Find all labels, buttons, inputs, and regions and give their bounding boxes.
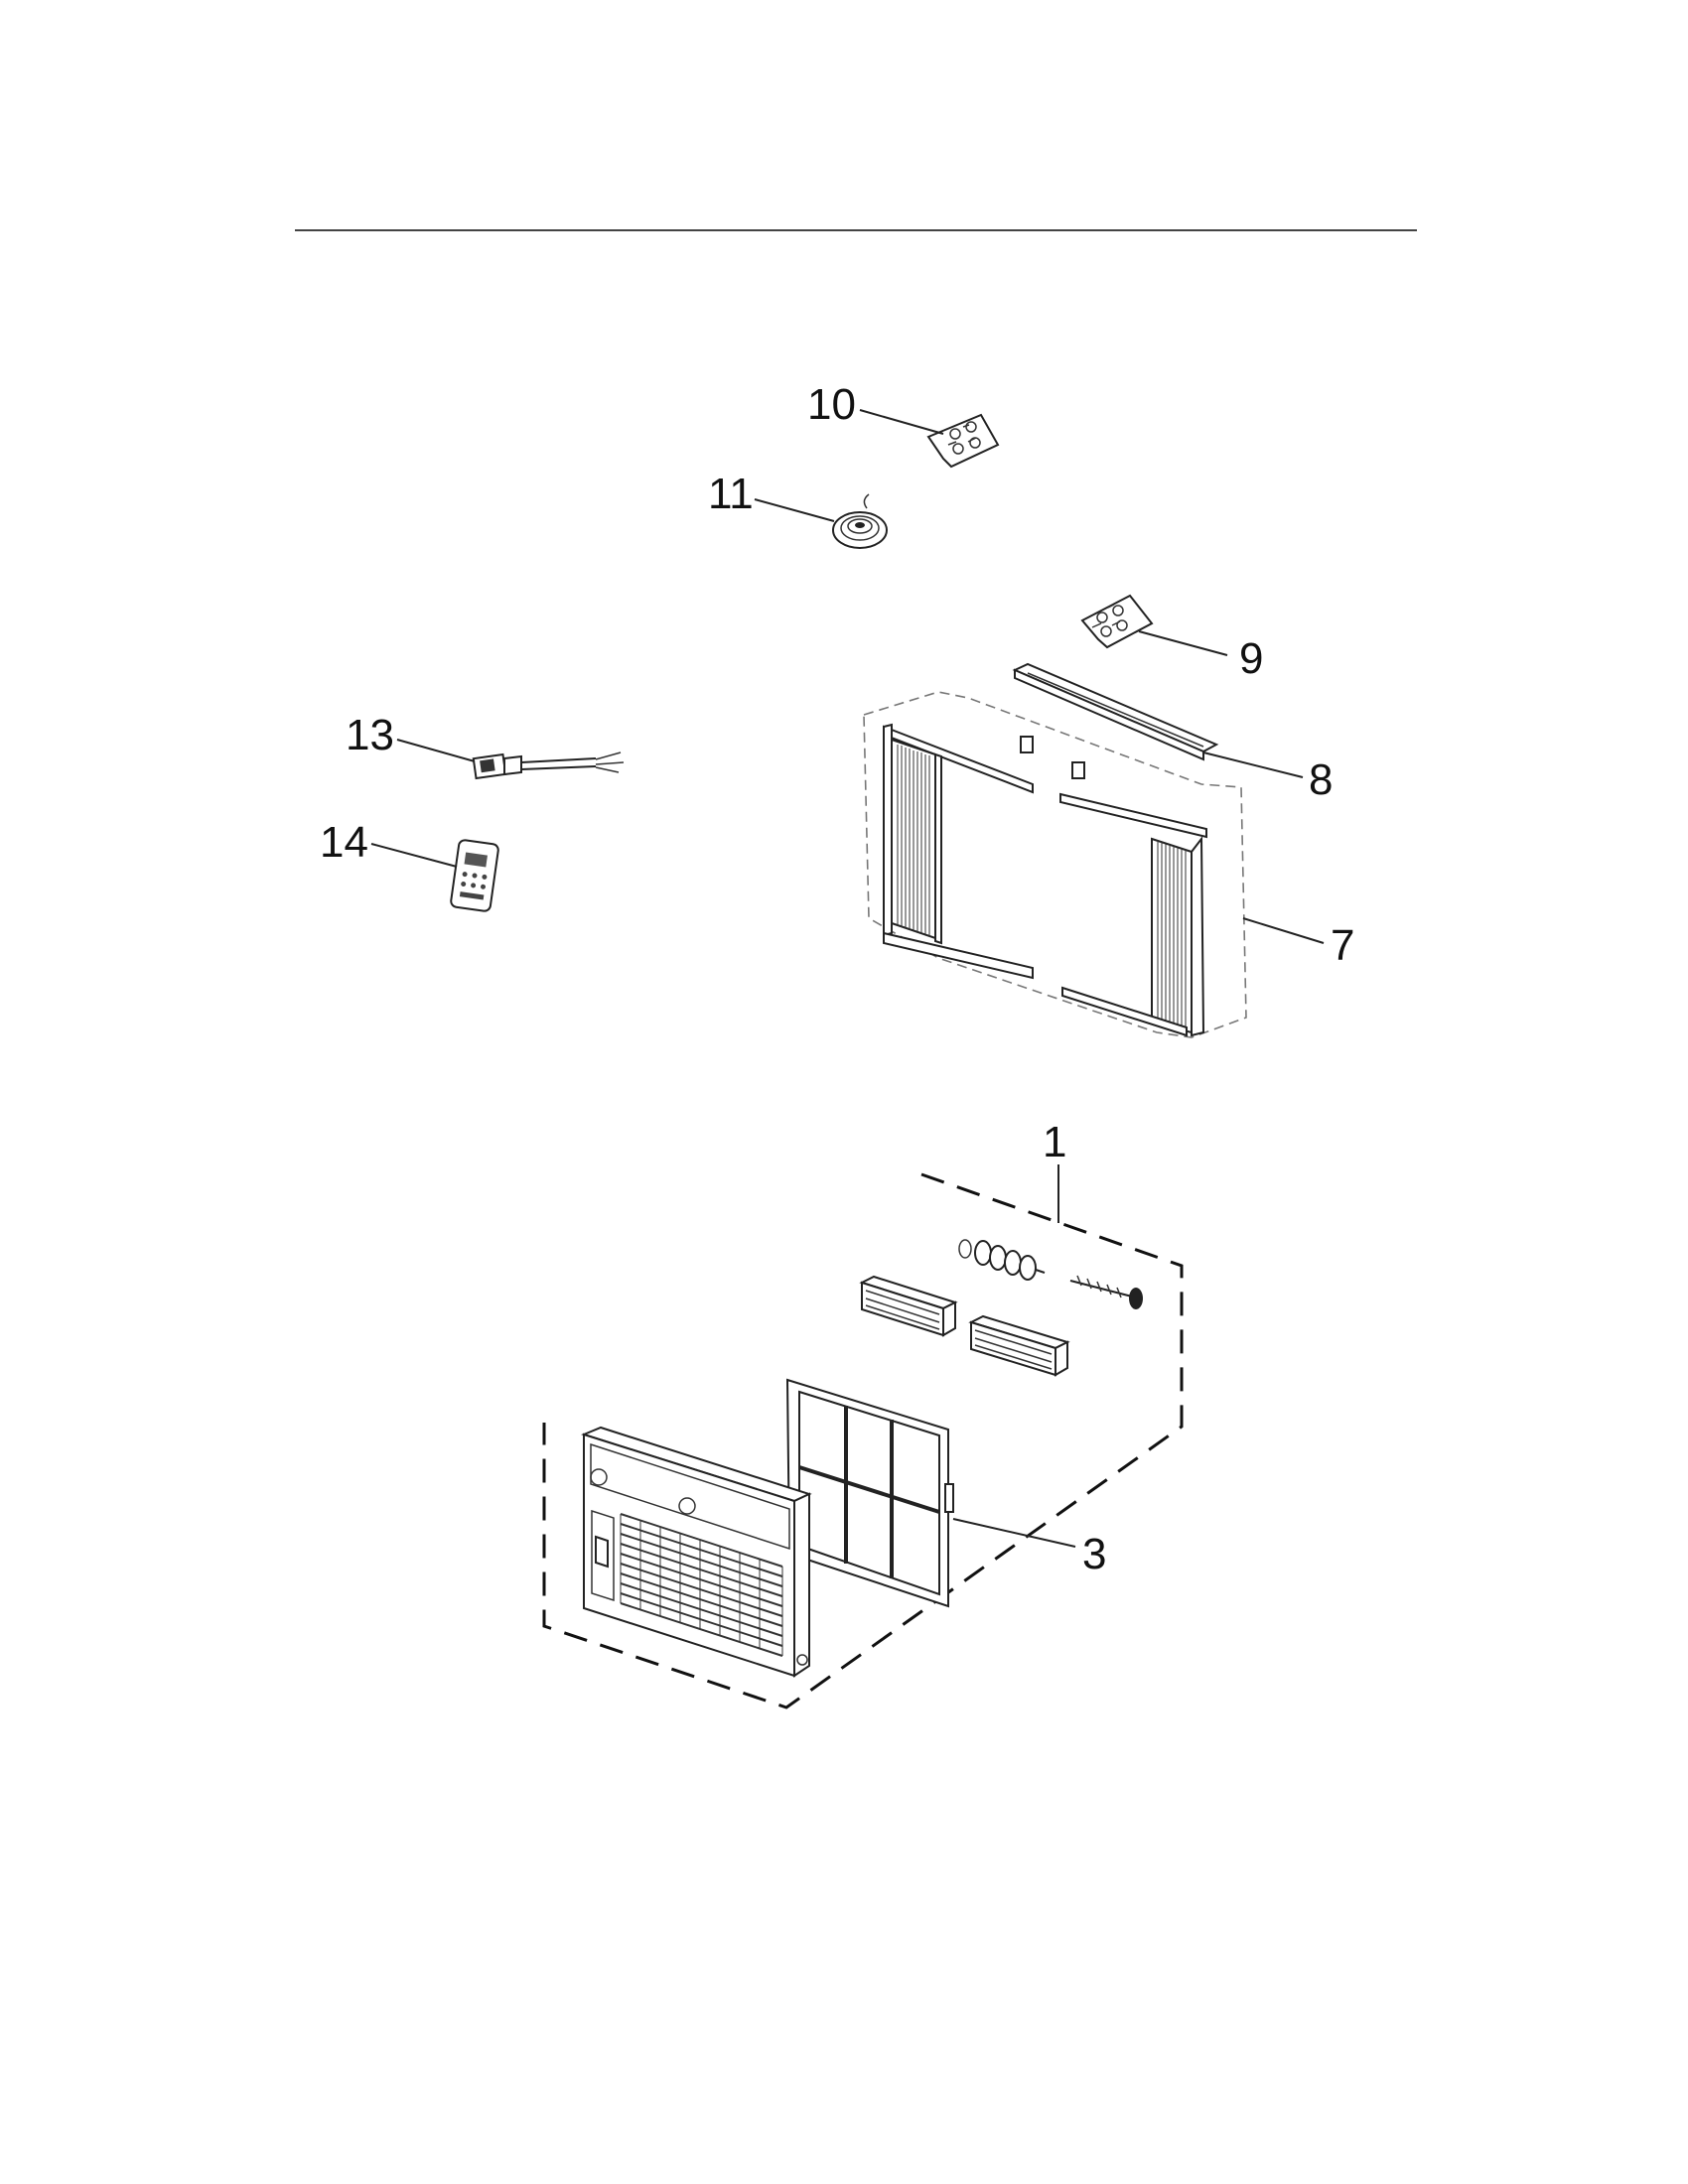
- air-filter-icon: [785, 1378, 954, 1608]
- screw-packet-icon: [1080, 594, 1154, 649]
- callout-14: 14: [320, 818, 368, 867]
- remote-control-icon: [450, 839, 499, 912]
- front-panel-icon: [581, 1426, 812, 1678]
- callout-13: 13: [346, 711, 394, 759]
- callout-1: 1: [1043, 1118, 1066, 1166]
- louver-spring-icon: [958, 1239, 1046, 1281]
- louver-block-icon: [859, 1275, 958, 1337]
- leader-line-11: [754, 498, 835, 522]
- assembly-boundary-1: [542, 1172, 1184, 1709]
- top-rail-channel-icon: [1012, 662, 1219, 761]
- leader-line-10: [859, 409, 944, 435]
- window-curtain-frame-icon: [863, 691, 1247, 1038]
- leader-line-13: [396, 739, 476, 762]
- callout-9: 9: [1239, 634, 1263, 683]
- leader-line-7: [1242, 917, 1325, 944]
- leader-line-3: [952, 1518, 1076, 1548]
- callout-10: 10: [807, 380, 856, 429]
- leader-line-14: [370, 843, 458, 868]
- leader-line-9: [1138, 630, 1228, 656]
- foam-seal-roll-icon: [832, 493, 888, 549]
- leader-line-8: [1202, 751, 1304, 778]
- callout-7: 7: [1331, 921, 1354, 970]
- callout-8: 8: [1309, 755, 1333, 804]
- screw-packet-icon: [926, 413, 1000, 469]
- callout-3: 3: [1082, 1530, 1106, 1578]
- power-cord-plug-icon: [472, 751, 625, 780]
- louver-block-icon: [968, 1314, 1070, 1377]
- callout-11: 11: [708, 470, 754, 518]
- louver-shaft-icon: [1069, 1275, 1143, 1309]
